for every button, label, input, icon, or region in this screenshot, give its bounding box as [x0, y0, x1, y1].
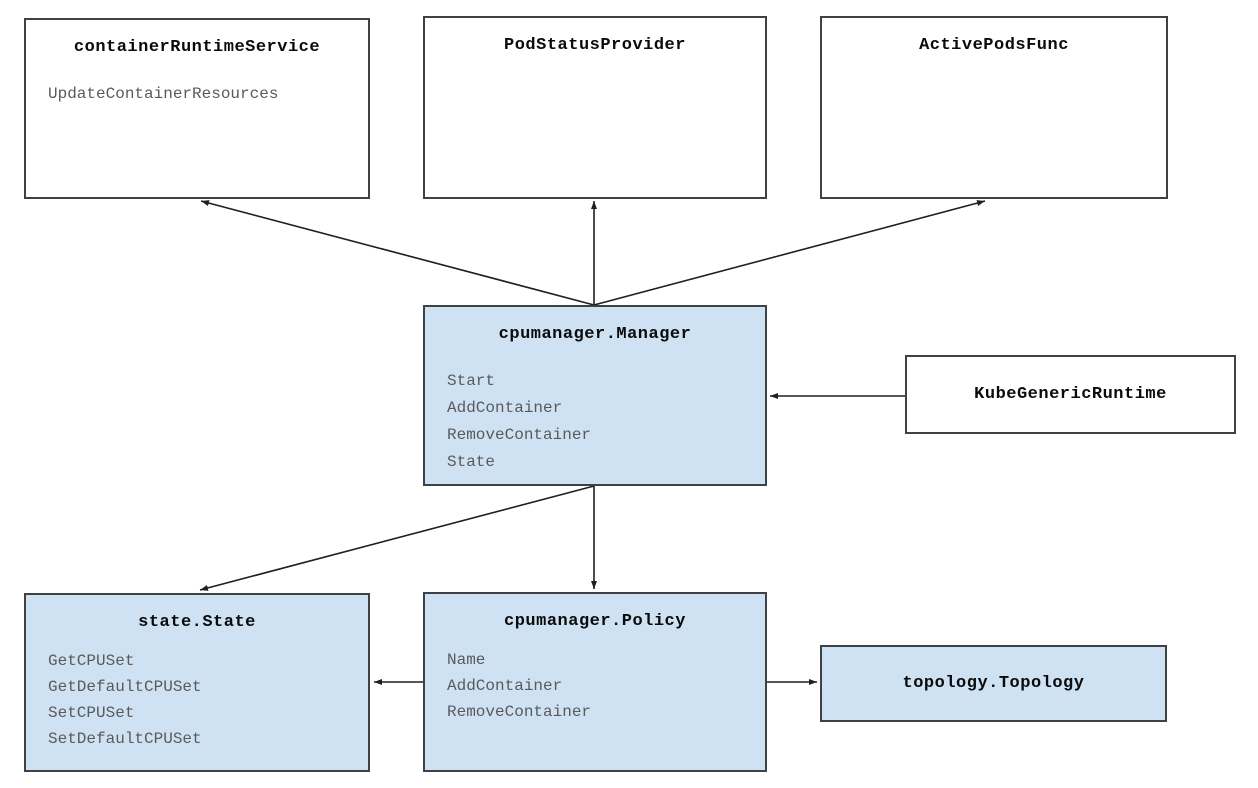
box-kube-generic-runtime: KubeGenericRuntime	[905, 355, 1236, 434]
box-title: ActivePodsFunc	[919, 36, 1069, 55]
box-title: PodStatusProvider	[504, 36, 686, 55]
arrow-manager-to-active-pods-func	[593, 200, 986, 306]
box-title: state.State	[138, 613, 256, 632]
box-cpumanager-policy: cpumanager.Policy Name AddContainer Remo…	[423, 592, 767, 772]
box-methods: GetCPUSet GetDefaultCPUSet SetCPUSet Set…	[48, 652, 202, 748]
box-cpumanager-manager: cpumanager.Manager Start AddContainer Re…	[423, 305, 767, 486]
box-state-state: state.State GetCPUSet GetDefaultCPUSet S…	[24, 593, 370, 772]
box-pod-status-provider: PodStatusProvider	[423, 16, 767, 199]
arrow-manager-to-state	[199, 485, 595, 591]
arrow-manager-to-container-runtime-service	[200, 200, 595, 306]
box-methods: Name AddContainer RemoveContainer	[447, 651, 592, 721]
box-active-pods-func: ActivePodsFunc	[820, 16, 1168, 199]
box-title: cpumanager.Policy	[504, 612, 686, 631]
box-topology-topology: topology.Topology	[820, 645, 1167, 722]
box-title: containerRuntimeService	[73, 38, 321, 57]
box-title: cpumanager.Manager	[498, 325, 692, 344]
box-methods: UpdateContainerResources	[48, 85, 279, 103]
box-container-runtime-service: containerRuntimeService UpdateContainerR…	[24, 18, 370, 199]
box-methods: Start AddContainer RemoveContainer State	[447, 372, 592, 471]
box-title: topology.Topology	[902, 674, 1085, 693]
box-title: KubeGenericRuntime	[974, 385, 1167, 404]
